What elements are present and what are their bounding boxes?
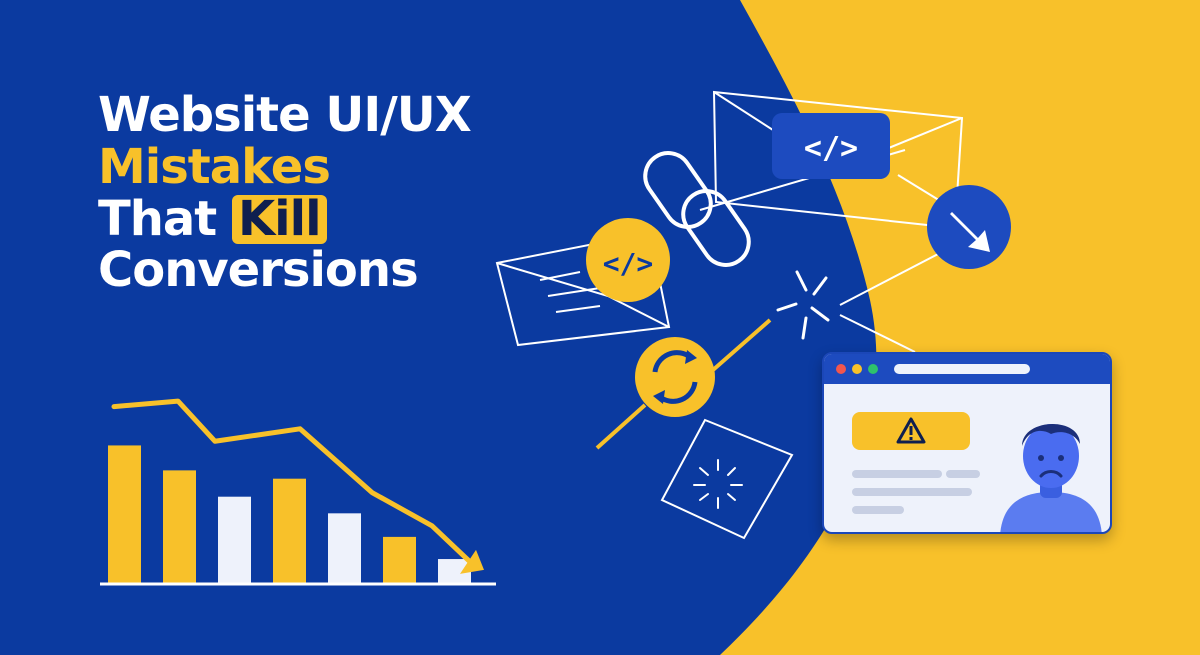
placeholder-text-line [852,506,904,514]
warning-banner [852,412,970,450]
warning-icon [896,417,926,444]
browser-title-bar [824,354,1110,384]
close-dot-icon [836,364,846,374]
chart-bar [163,470,196,584]
chart-bar [383,536,416,584]
headline-line-1: Website UI/UX [98,87,472,143]
decline-chart [100,398,496,586]
headline-highlight: Kill [231,194,327,244]
trend-line [111,398,473,565]
link-icon [643,151,751,267]
arrow-icon [927,185,1011,269]
browser-window [822,352,1112,534]
burst-icon [693,459,743,509]
refresh-icon [635,337,715,417]
placeholder-text-line [852,470,942,478]
code-icon: </> [586,218,670,302]
headline-line-4: Conversions [98,242,419,299]
headline: Website UI/UX Mistakes That Kill Convers… [98,87,568,299]
broken-link-icon [776,270,830,340]
minimize-dot-icon [852,364,862,374]
chart-bar [218,496,251,584]
trend-arrow-icon [460,549,484,574]
headline-line-3: That Kill [98,190,568,247]
svg-text:</>: </> [603,247,654,280]
headline-line-2: Mistakes [98,138,331,195]
headline-line-3-prefix: That [98,190,232,247]
placeholder-text-line [852,488,972,496]
code-icon: </> [772,113,890,179]
address-bar [894,364,1030,374]
maximize-dot-icon [868,364,878,374]
svg-text:</>: </> [804,131,858,166]
chart-bar [108,445,141,584]
sad-user-icon [1000,423,1102,532]
chart-bar [328,513,361,584]
placeholder-text-line [946,470,980,478]
chart-bar [273,478,306,584]
envelope-icon-bottom [660,418,794,540]
